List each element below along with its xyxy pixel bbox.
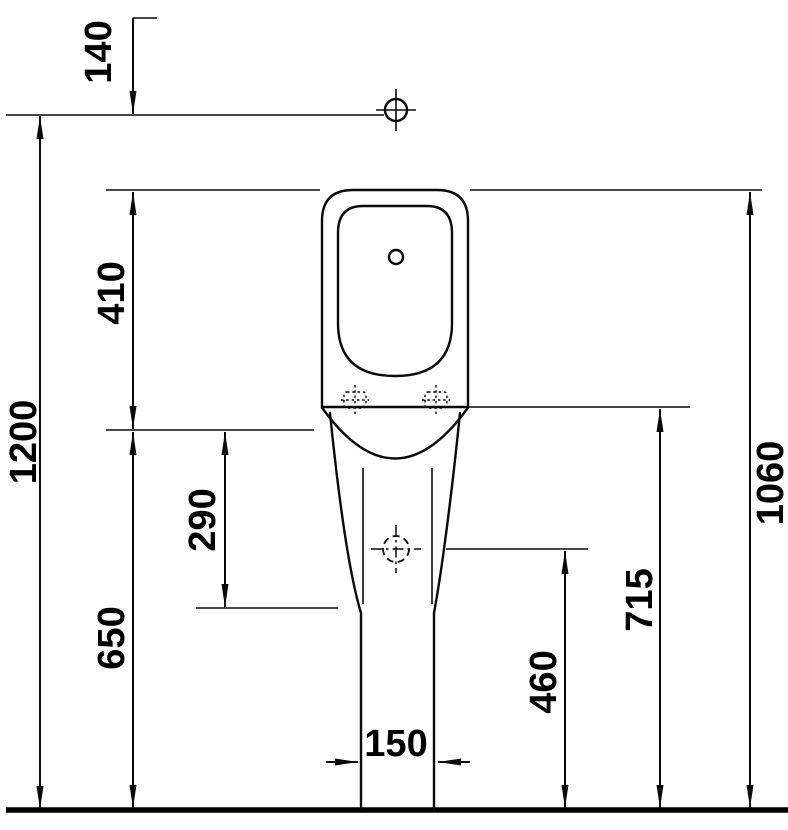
- dimension-410: 410: [91, 192, 137, 429]
- dimension-650: 650: [91, 432, 137, 808]
- urinal-body: [320, 188, 470, 811]
- outlet-symbol: [371, 525, 421, 573]
- inner-rim-contour: [336, 204, 454, 378]
- dimension-label-650: 650: [91, 606, 133, 669]
- mounting-hole-right: [422, 385, 450, 414]
- flush-hole: [387, 248, 405, 266]
- dimension-label-140: 140: [78, 20, 120, 83]
- dimension-140: 140: [78, 17, 157, 114]
- dimension-150: 150: [326, 723, 470, 766]
- dimension-label-150: 150: [364, 723, 427, 765]
- lower-body-right: [432, 411, 462, 811]
- lower-body-left: [328, 411, 363, 811]
- reference-lines: [6, 114, 762, 609]
- dimension-label-290: 290: [182, 488, 224, 551]
- dimension-1200: 1200: [3, 116, 45, 809]
- bowl-front-arc: [321, 407, 469, 460]
- dimension-label-1060: 1060: [750, 441, 788, 526]
- dimension-label-460: 460: [523, 650, 565, 713]
- dimension-460: 460: [523, 551, 569, 808]
- dimension-label-410: 410: [91, 261, 133, 324]
- bowl-outer-contour: [320, 188, 470, 410]
- dimension-290: 290: [182, 432, 229, 607]
- mounting-hole-left: [341, 385, 369, 414]
- water-inlet-symbol: [376, 89, 416, 131]
- dimension-1060: 1060: [746, 192, 788, 808]
- dimension-715: 715: [619, 409, 664, 808]
- dimension-label-715: 715: [619, 568, 661, 631]
- dimension-label-1200: 1200: [3, 400, 45, 485]
